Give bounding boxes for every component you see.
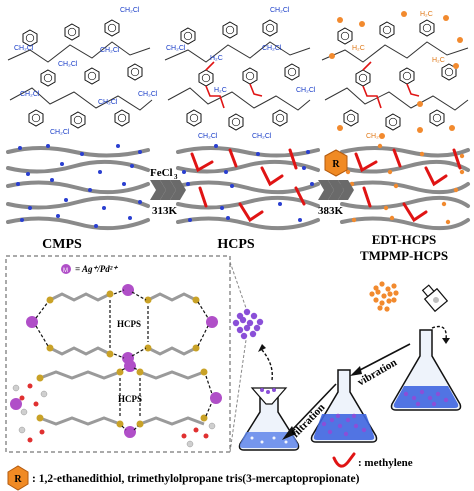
footnote-r-hexagon: R — [7, 465, 29, 491]
tmpmp-chelation-structure: HCPS — [10, 360, 222, 448]
chem-label: CH₂Cl — [262, 45, 282, 52]
benzene-ring — [284, 63, 300, 81]
vibration-arrowhead — [350, 366, 362, 376]
step2-arrow — [318, 180, 354, 200]
footnote-r-symbol: R — [14, 474, 22, 485]
benzene-ring — [22, 29, 38, 47]
hcps-label: HCPS — [217, 237, 255, 252]
cmps-label: CMPS — [42, 237, 82, 252]
benzene-ring — [114, 109, 130, 127]
benzene-ring — [337, 27, 353, 45]
step1-reagent-subscript: 3 — [174, 173, 178, 181]
orange-particle-cluster — [369, 281, 399, 312]
chem-label: CH₂Cl — [138, 91, 158, 98]
benzene-ring — [198, 69, 214, 87]
chem-label: CH₂Cl — [252, 133, 272, 140]
flask-adsorption — [390, 325, 462, 411]
step1-arrow — [150, 180, 186, 200]
chem-label: CH₂Cl — [166, 45, 186, 52]
hcps-center-label-1: HCPS — [117, 319, 141, 329]
chem-label: H₂C — [432, 57, 445, 64]
hcps-crosslinks — [190, 148, 306, 223]
footnote-text: : 1,2-ethanedithiol, trimethylolpropane … — [32, 473, 360, 485]
edt-hcps-label: EDT-HCPS — [372, 232, 437, 247]
ion-legend-symbol: M — [63, 268, 68, 274]
chem-label: CH₂Cl — [198, 133, 218, 140]
benzene-ring — [399, 67, 415, 85]
benzene-ring — [28, 109, 44, 127]
cmps-chains — [6, 146, 150, 231]
benzene-ring — [272, 109, 288, 127]
purple-particle-cluster — [232, 308, 264, 340]
ion-legend-icon — [61, 264, 71, 274]
benzene-ring — [70, 111, 86, 129]
benzene-ring — [379, 21, 395, 39]
chem-label: CH₂ — [366, 133, 379, 140]
benzene-ring — [385, 113, 401, 131]
chem-label: CH₂Cl — [296, 87, 316, 94]
vibration-arrow — [359, 343, 411, 371]
thiol-hcps-chains — [340, 146, 470, 231]
edt-chelation-structure: HCPS — [26, 284, 218, 364]
chem-label: H₂C — [210, 55, 223, 62]
benzene-ring — [84, 67, 100, 85]
benzene-ring — [40, 69, 56, 87]
step1-temperature: 313K — [152, 205, 178, 217]
step1-reagent: FeCl — [150, 167, 173, 179]
hcps-dots — [182, 144, 314, 222]
benzene-ring — [419, 19, 435, 37]
filtration-arrowhead — [282, 426, 296, 440]
ion-legend-text: = Ag⁺/Pd²⁺ — [75, 264, 118, 274]
benzene-ring — [429, 109, 445, 127]
chem-label: CH₂Cl — [58, 61, 78, 68]
benzene-ring — [355, 69, 371, 87]
methylene-legend-text: : methylene — [358, 457, 413, 469]
pouring-bottle-icon — [421, 284, 449, 313]
chem-label: CH₂Cl — [100, 47, 120, 54]
flask-vibration — [310, 369, 378, 443]
chem-label: CH₂Cl — [50, 129, 70, 136]
r-symbol: R — [332, 159, 340, 170]
benzene-ring — [104, 19, 120, 37]
chem-label: CH₂Cl — [20, 91, 40, 98]
chem-label: CH₂Cl — [14, 45, 34, 52]
cmps-dots — [16, 144, 142, 228]
chem-label: H₂C — [352, 45, 365, 52]
benzene-ring — [186, 109, 202, 127]
chem-label: H₂C — [214, 87, 227, 94]
benzene-ring — [343, 109, 359, 127]
flask-filtration — [238, 344, 300, 451]
benzene-ring — [127, 63, 143, 81]
filtration-arrow — [291, 383, 337, 431]
chem-label: CH₂Cl — [270, 7, 290, 14]
inset-connector — [229, 339, 247, 453]
benzene-ring — [262, 19, 278, 37]
hcps-structure: CH₂Cl CH₂Cl CH₂Cl H₂C H₂C CH₂Cl CH₂Cl CH… — [164, 7, 316, 140]
methylene-legend-icon — [332, 452, 356, 468]
benzene-ring — [242, 67, 258, 85]
benzene-ring — [180, 27, 196, 45]
thiol-hcps-structure: H₂C H₂C H₂C CH₂ — [321, 11, 469, 140]
benzene-ring — [222, 21, 238, 39]
cmps-structure: CH₂Cl CH₂Cl CH₂Cl CH₂Cl CH₂Cl CH₂Cl CH₂C… — [7, 7, 158, 136]
benzene-ring — [64, 23, 80, 41]
inset-connector — [229, 261, 247, 309]
hcps-center-label-2: HCPS — [118, 394, 142, 404]
chem-label: CH₂Cl — [98, 99, 118, 106]
step2-temperature: 383K — [318, 205, 344, 217]
chem-label: CH₂Cl — [120, 7, 140, 14]
tmpmp-hcps-label: TMPMP-HCPS — [360, 248, 448, 263]
thiol-hcps-crosslinks — [354, 148, 462, 223]
chem-label: H₂C — [420, 11, 433, 18]
benzene-ring — [228, 113, 244, 131]
r-hexagon-top: R — [324, 149, 348, 177]
